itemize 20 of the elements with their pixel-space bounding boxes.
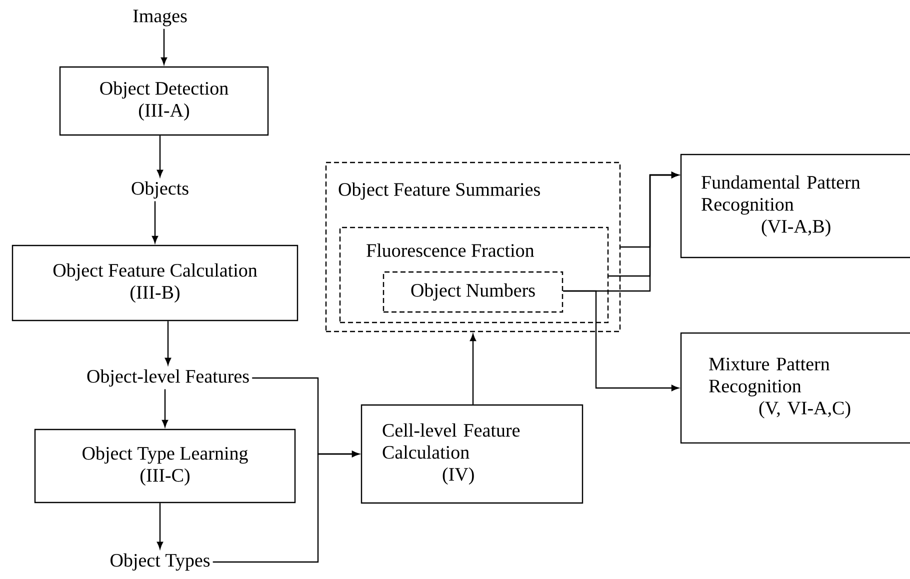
arrow (162, 389, 168, 428)
flow-label: Object-level Features (87, 369, 249, 387)
process-box: Object Detection (III-A) (59, 66, 269, 136)
arrow (156, 503, 164, 549)
arrow (563, 290, 679, 392)
process-box: Fundamental Pattern Recognition (VI-A,B) (680, 154, 910, 258)
arrow (160, 28, 168, 65)
arrow (156, 136, 164, 177)
dashed-group-box: Object Numbers (382, 271, 564, 313)
process-box: Mixture Pattern Recognition (V, VI-A,C) (680, 332, 910, 444)
process-box: Object Type Learning (III-C) (34, 428, 296, 504)
arrow (152, 201, 158, 244)
process-box: Object Feature Calculation (III-B) (12, 244, 298, 322)
arrow (212, 450, 360, 563)
process-box: Cell-level Feature Calculation (IV) (360, 404, 584, 504)
flow-label: Images (133, 10, 187, 26)
flow-label: Object Types (110, 553, 210, 571)
flow-label: Objects (132, 181, 188, 199)
arrow (164, 321, 172, 365)
arrow (470, 334, 476, 404)
